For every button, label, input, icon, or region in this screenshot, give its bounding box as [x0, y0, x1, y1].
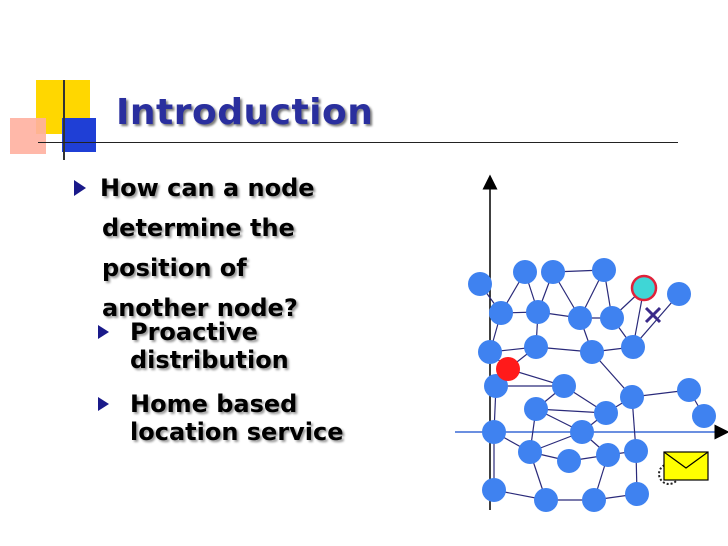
- network-node: [620, 385, 644, 409]
- bullet-arrow-icon: [74, 180, 86, 196]
- bullet-arrow-icon: [98, 325, 109, 339]
- network-node: [484, 374, 508, 398]
- deco-blue-block: [62, 118, 96, 152]
- network-nodes: [468, 258, 716, 512]
- network-node: [580, 340, 604, 364]
- deco-vertical-line: [63, 80, 65, 160]
- sub-bullet-line: distribution: [130, 346, 289, 374]
- sub-bullet-text: Home based location service: [130, 390, 344, 446]
- network-node: [482, 478, 506, 502]
- network-node: [582, 488, 606, 512]
- network-node: [534, 488, 558, 512]
- network-node: [592, 258, 616, 282]
- network-node: [478, 340, 502, 364]
- network-node: [625, 482, 649, 506]
- network-node: [468, 272, 492, 296]
- sub-bullet-line: location service: [130, 418, 344, 446]
- target-node: [630, 274, 658, 302]
- network-node: [570, 420, 594, 444]
- sub-bullet-line: Proactive: [130, 318, 258, 346]
- deco-pink-block: [10, 118, 46, 154]
- network-node: [513, 260, 537, 284]
- network-node: [526, 300, 550, 324]
- sub-bullet-line: Home based: [130, 390, 298, 418]
- main-bullet-text: How can a node determine the position of…: [100, 168, 430, 328]
- network-node: [557, 449, 581, 473]
- network-node: [552, 374, 576, 398]
- network-node: [524, 335, 548, 359]
- network-node: [489, 301, 513, 325]
- network-node: [541, 260, 565, 284]
- main-bullet-line: How can a node: [100, 174, 315, 202]
- network-node: [482, 420, 506, 444]
- network-node: [568, 306, 592, 330]
- network-node: [667, 282, 691, 306]
- network-node: [596, 443, 620, 467]
- slide-title: Introduction: [116, 92, 374, 133]
- network-node: [518, 440, 542, 464]
- network-node: [692, 404, 716, 428]
- network-node: [524, 397, 548, 421]
- main-bullet-line: position of: [102, 254, 247, 282]
- bullet-arrow-icon: [98, 397, 109, 411]
- network-node: [621, 335, 645, 359]
- source-node: [496, 357, 520, 381]
- main-bullet-line: another node?: [102, 294, 298, 322]
- main-bullet-line: determine the: [102, 214, 295, 242]
- network-node: [677, 378, 701, 402]
- network-node: [600, 306, 624, 330]
- message-envelope-icon: [658, 451, 709, 485]
- network-node: [624, 439, 648, 463]
- network-node: [594, 401, 618, 425]
- sub-bullet-text: Proactive distribution: [130, 318, 289, 374]
- title-divider: [38, 142, 678, 143]
- target-x-icon: [644, 306, 662, 324]
